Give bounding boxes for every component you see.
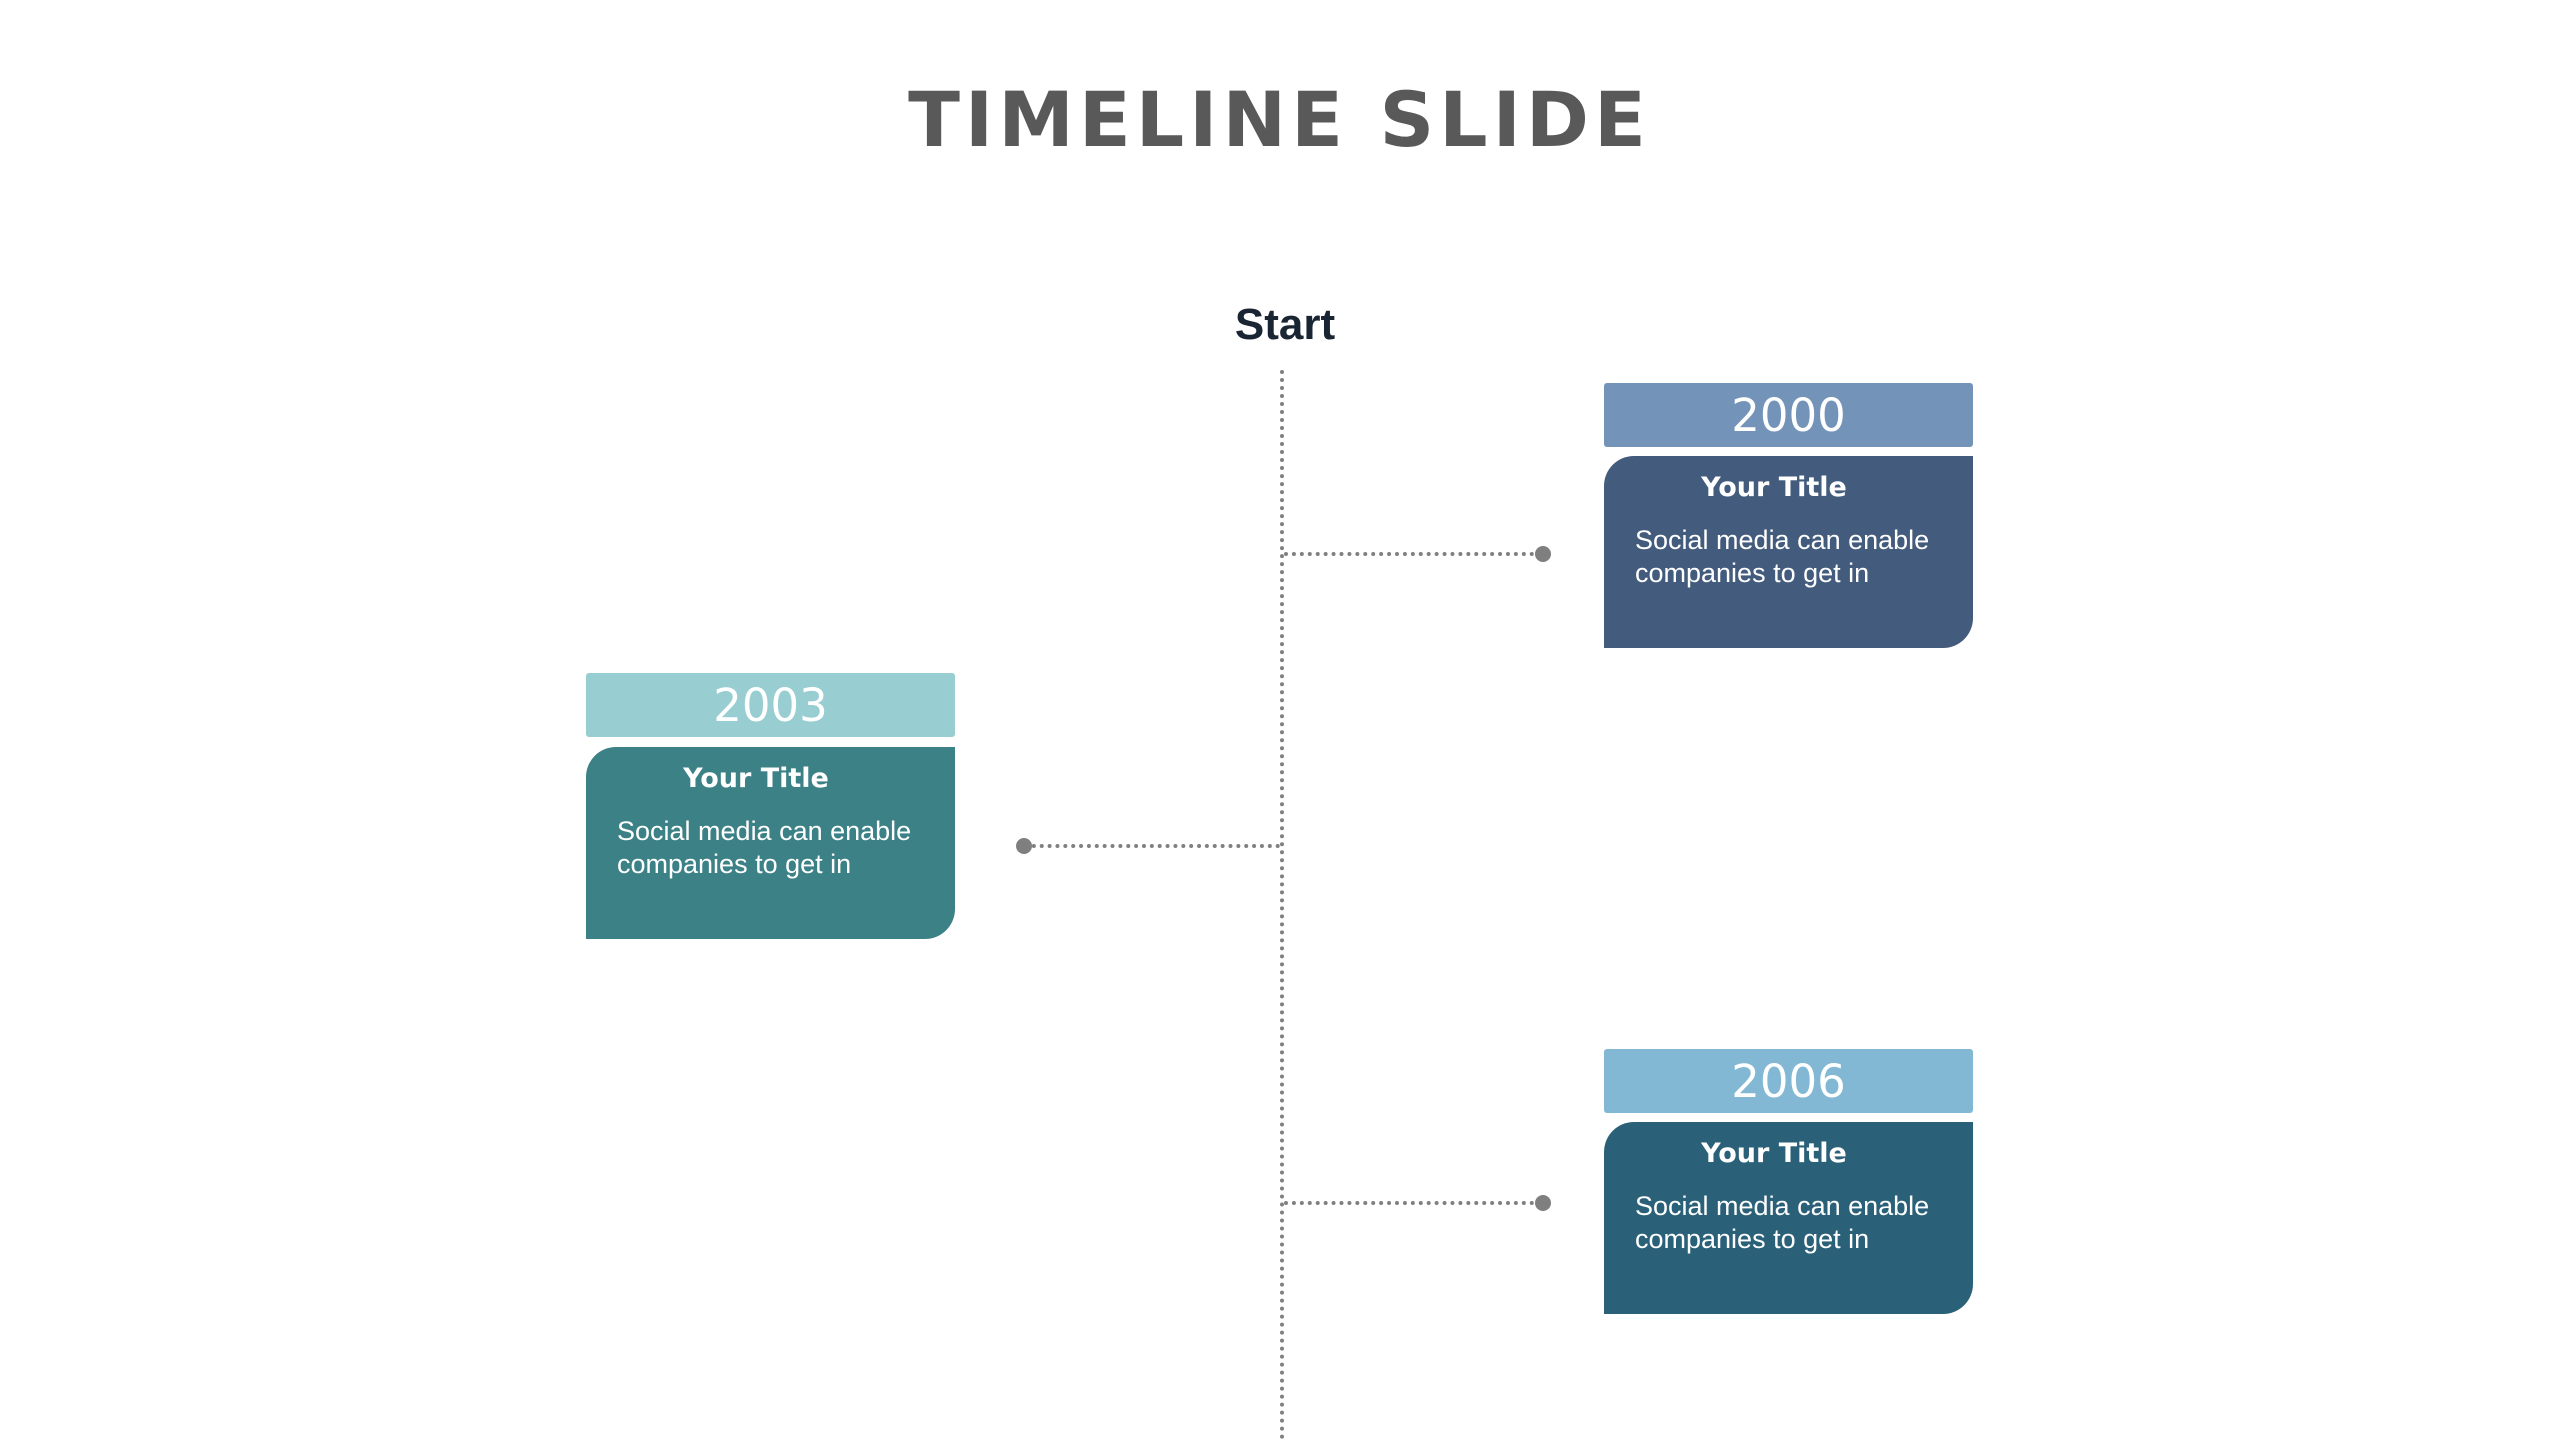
- connector-dot-2000: [1535, 546, 1551, 562]
- connector-dot-2003: [1016, 838, 1032, 854]
- connector-dot-2006: [1535, 1195, 1551, 1211]
- event-card-text: Social media can enable companies to get…: [617, 816, 912, 879]
- event-card-2000: Your Title Social media can enable compa…: [1604, 456, 1973, 648]
- connector-2000: [1284, 552, 1542, 556]
- event-card-2003: Your Title Social media can enable compa…: [586, 747, 955, 939]
- timeline-start-label: Start: [1234, 300, 1336, 349]
- event-card-title: Your Title: [1701, 1138, 1847, 1169]
- connector-2006: [1284, 1201, 1542, 1205]
- year-label-2006: 2006: [1604, 1049, 1973, 1113]
- year-label-2000: 2000: [1604, 383, 1973, 447]
- event-card-title: Your Title: [1701, 472, 1847, 503]
- year-label-2003: 2003: [586, 673, 955, 737]
- timeline-axis: [1280, 370, 1284, 1440]
- event-card-text: Social media can enable companies to get…: [1635, 525, 1930, 588]
- event-card-title: Your Title: [683, 763, 829, 794]
- connector-2003: [1024, 844, 1280, 848]
- event-card-2006: Your Title Social media can enable compa…: [1604, 1122, 1973, 1314]
- event-card-text: Social media can enable companies to get…: [1635, 1191, 1930, 1254]
- slide-title: TIMELINE SLIDE: [908, 75, 1651, 164]
